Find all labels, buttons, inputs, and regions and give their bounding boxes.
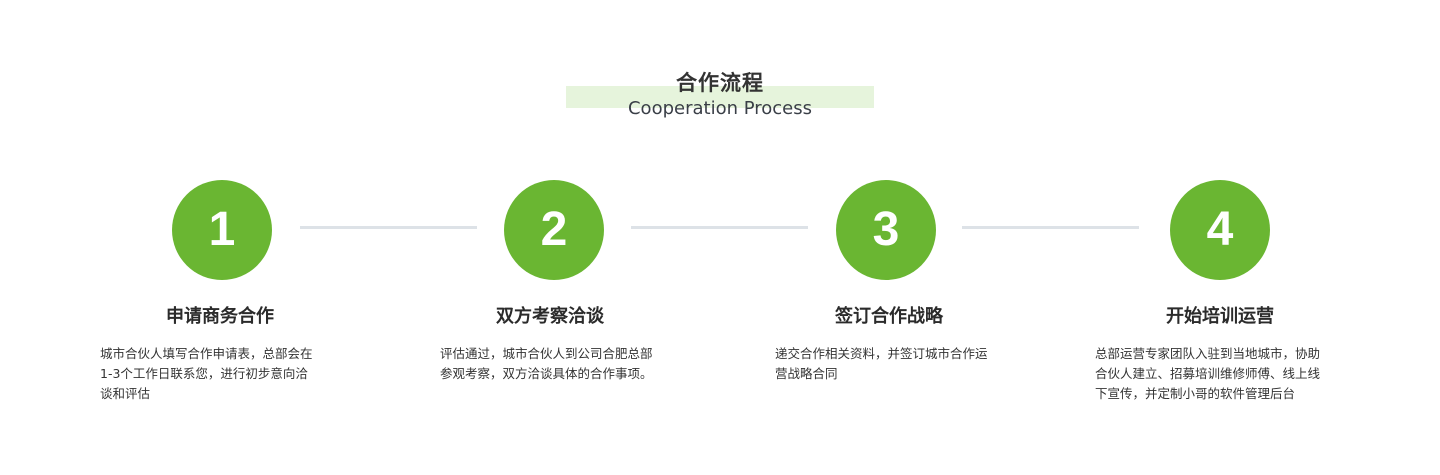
step-4-description: 总部运营专家团队入驻到当地城市，协助 合伙人建立、招募培训维修师傅、线上线 下宣…: [1095, 344, 1320, 404]
step-4-number-badge: 4: [1170, 180, 1270, 280]
step-2-title: 双方考察洽谈: [496, 306, 604, 327]
step-1-desc-line: 谈和评估: [100, 386, 151, 401]
step-3-desc-line: 营战略合同: [775, 366, 838, 381]
step-connector-3-4: [962, 226, 1139, 229]
step-2-desc-line: 参观考察，双方洽谈具体的合作事项。: [440, 366, 653, 381]
step-2-desc-line: 评估通过，城市合伙人到公司合肥总部: [440, 346, 653, 361]
step-connector-1-2: [300, 226, 477, 229]
section-subtitle: Cooperation Process: [627, 98, 812, 119]
step-2-description: 评估通过，城市合伙人到公司合肥总部 参观考察，双方洽谈具体的合作事项。: [440, 344, 653, 384]
step-3-description: 递交合作相关资料，并签订城市合作运 营战略合同: [775, 344, 988, 384]
step-4-desc-line: 合伙人建立、招募培训维修师傅、线上线: [1095, 366, 1321, 381]
step-connector-2-3: [631, 226, 808, 229]
step-1-desc-line: 城市合伙人填写合作申请表，总部会在: [100, 346, 313, 361]
section-header: 合作流程 Cooperation Process: [0, 60, 1440, 130]
step-4-title: 开始培训运营: [1166, 306, 1274, 327]
step-4-desc-line: 下宣传，并定制小哥的软件管理后台: [1095, 386, 1296, 401]
title-highlight-bar: [566, 86, 874, 108]
step-3-desc-line: 递交合作相关资料，并签订城市合作运: [775, 346, 988, 361]
step-1-number-badge: 1: [172, 180, 272, 280]
step-1-title: 申请商务合作: [166, 306, 274, 327]
step-1-description: 城市合伙人填写合作申请表，总部会在 1-3个工作日联系您，进行初步意向洽 谈和评…: [100, 344, 313, 404]
step-3-title: 签订合作战略: [835, 306, 943, 327]
step-2-number-badge: 2: [504, 180, 604, 280]
step-4-desc-line: 总部运营专家团队入驻到当地城市，协助: [1095, 346, 1321, 361]
step-3-number-badge: 3: [836, 180, 936, 280]
step-1-desc-line: 1-3个工作日联系您，进行初步意向洽: [100, 366, 308, 381]
section-title: 合作流程: [676, 71, 764, 95]
